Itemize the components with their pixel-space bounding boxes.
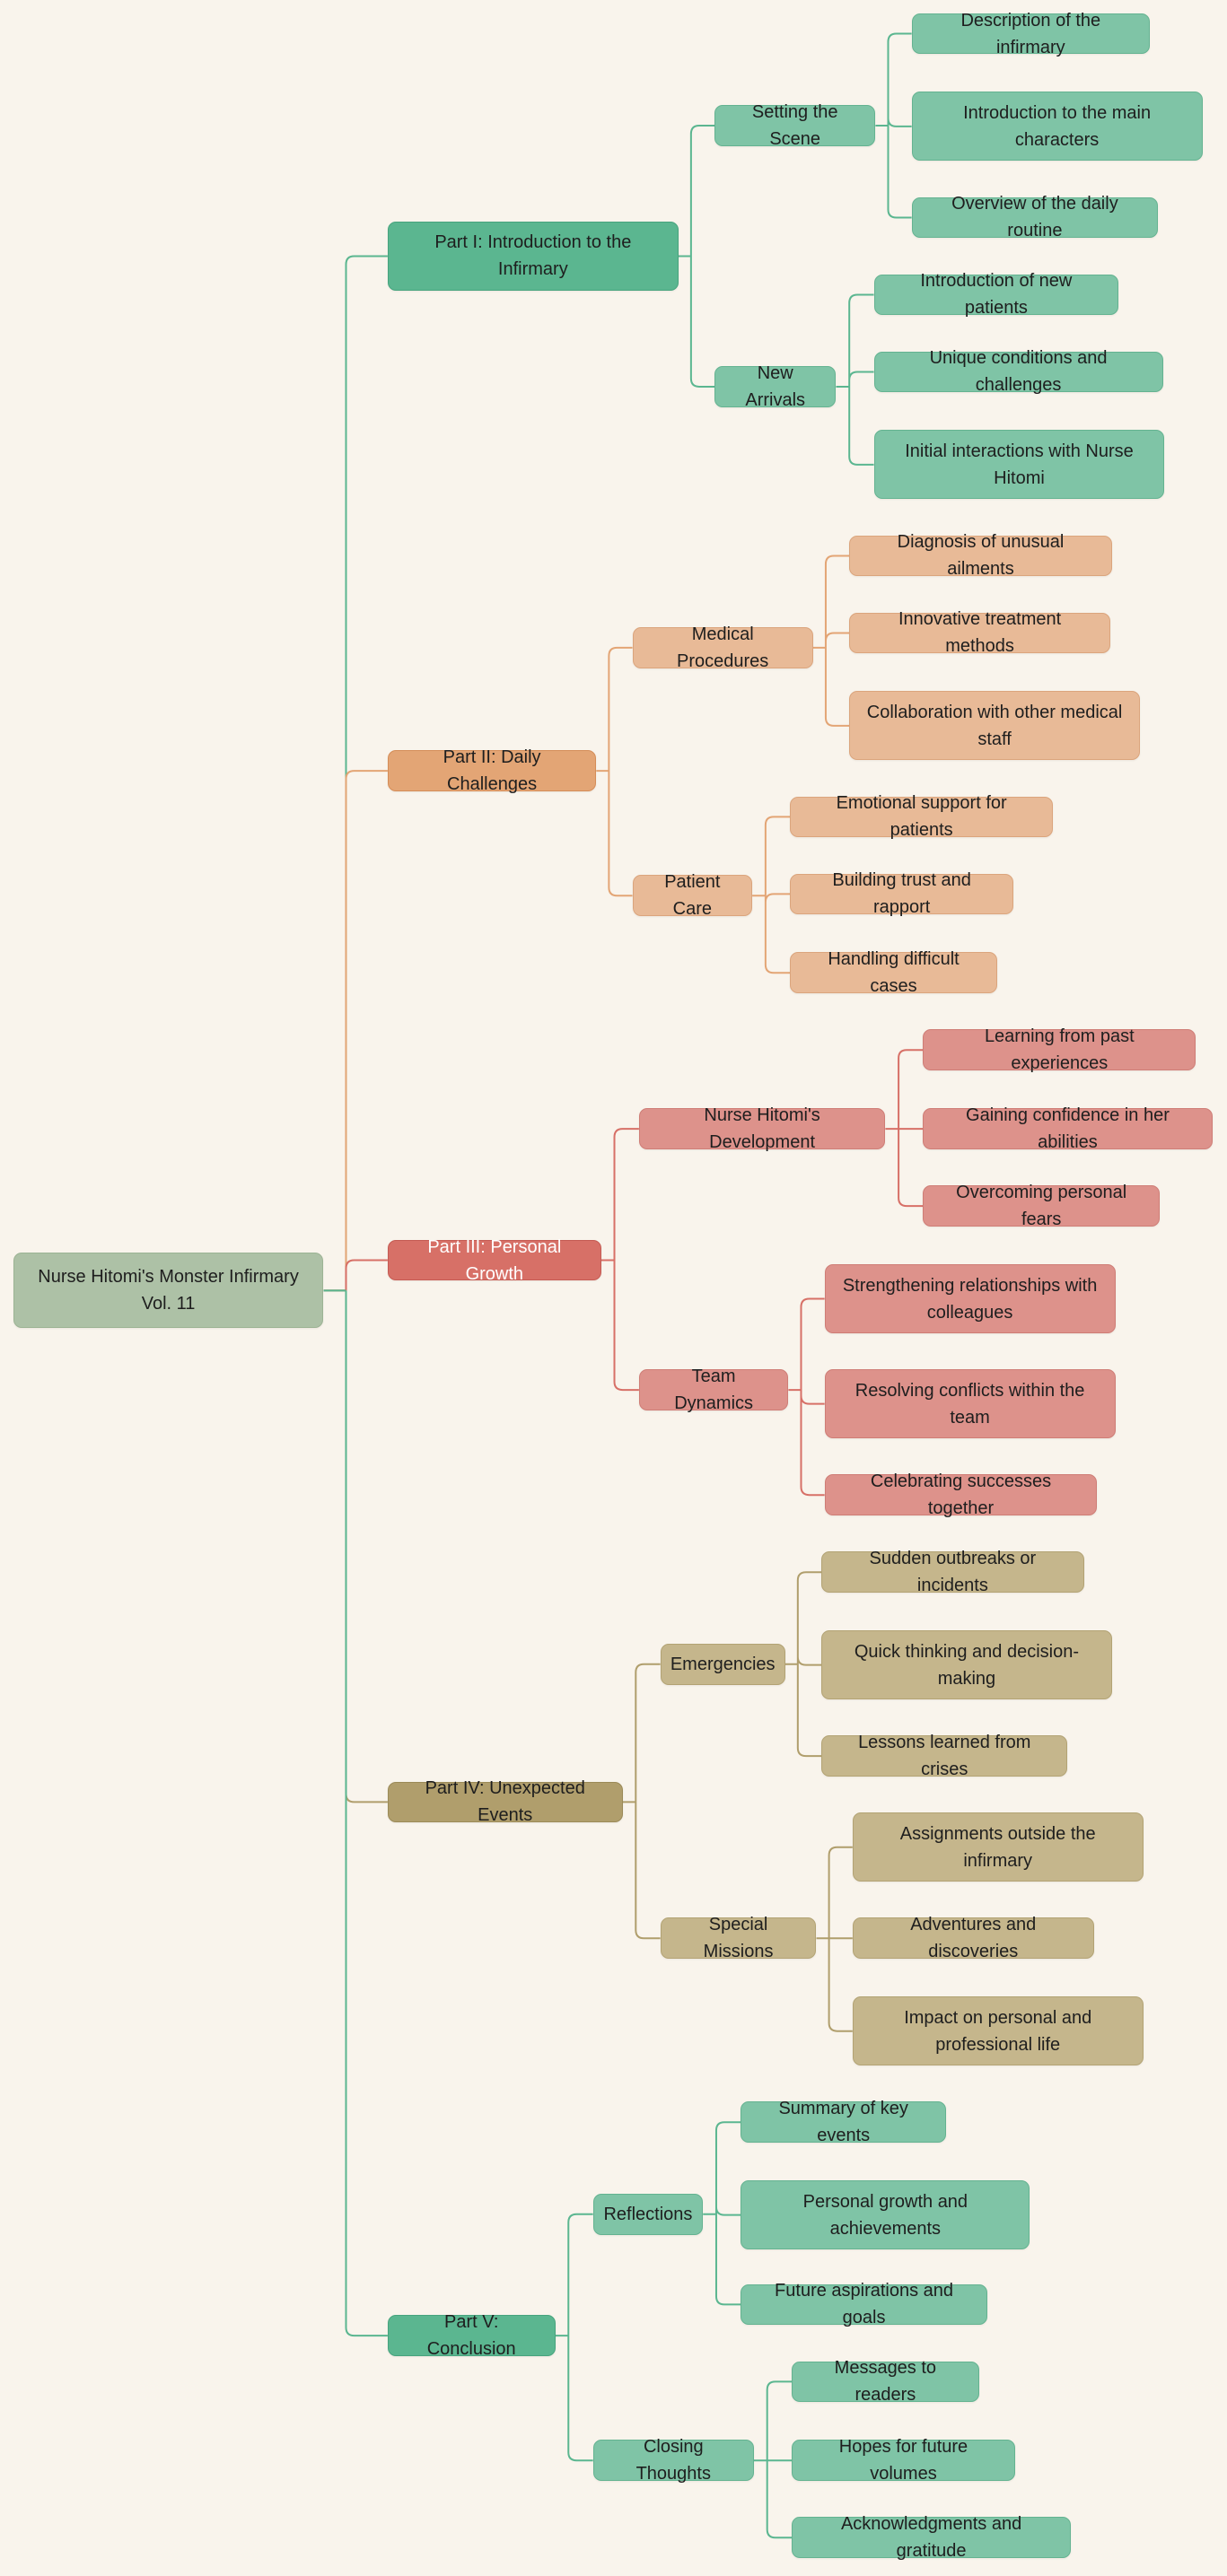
part-4-section-1-item-1[interactable]: Sudden outbreaks or incidents xyxy=(820,1549,1084,1595)
part-1-section-1-item-1[interactable]: Description of the infirmary xyxy=(911,11,1150,57)
part-4-section-1-item-2[interactable]: Quick thinking and decision-making xyxy=(820,1630,1112,1700)
part-3-section-1-item-3[interactable]: Overcoming personal fears xyxy=(923,1183,1160,1229)
part-1-section-1-item-2[interactable]: Introduction to the main characters xyxy=(911,92,1203,162)
part-5-section-2-item-2[interactable]: Hopes for future volumes xyxy=(792,2437,1015,2484)
part-3-section-1-item-2[interactable]: Gaining confidence in her abilities xyxy=(923,1105,1213,1152)
part-2-node[interactable]: Part II: Daily Challenges xyxy=(387,747,597,794)
part-2-section-2-item-1[interactable]: Emotional support for patients xyxy=(790,793,1054,840)
connector-part-4 xyxy=(622,1663,661,1940)
part-5-section-1-item-2[interactable]: Personal growth and achievements xyxy=(741,2180,1030,2250)
part-1-section-1-item-3[interactable]: Overview of the daily routine xyxy=(911,194,1159,240)
part-1-node[interactable]: Part I: Introduction to the Infirmary xyxy=(387,222,679,291)
connector-part-5-section-2 xyxy=(753,2380,793,2539)
root-node[interactable]: Nurse Hitomi's Monster Infirmary Vol. 11 xyxy=(13,1253,324,1329)
part-4-section-2-node[interactable]: Special Missions xyxy=(660,1915,817,1961)
connector-root-part-4 xyxy=(323,1289,388,1803)
part-3-section-2-node[interactable]: Team Dynamics xyxy=(638,1367,789,1413)
part-5-section-2-item-1[interactable]: Messages to readers xyxy=(792,2358,979,2405)
connector-part-3-section-1 xyxy=(885,1049,924,1208)
part-1-section-1-node[interactable]: Setting the Scene xyxy=(714,102,876,149)
part-5-section-2-node[interactable]: Closing Thoughts xyxy=(592,2437,754,2484)
connector-part-5-section-1 xyxy=(703,2121,741,2306)
part-3-node[interactable]: Part III: Personal Growth xyxy=(387,1237,601,1284)
connector-part-3-section-2 xyxy=(788,1297,825,1497)
part-3-section-1-node[interactable]: Nurse Hitomi's Development xyxy=(638,1105,886,1152)
part-2-section-1-item-2[interactable]: Innovative treatment methods xyxy=(849,609,1111,656)
part-1-section-2-item-3[interactable]: Initial interactions with Nurse Hitomi xyxy=(873,430,1165,500)
part-2-section-2-item-3[interactable]: Handling difficult cases xyxy=(790,949,997,996)
connector-part-1-section-2 xyxy=(836,293,874,466)
part-4-node[interactable]: Part IV: Unexpected Events xyxy=(387,1778,623,1825)
part-3-section-2-item-1[interactable]: Strengthening relationships with colleag… xyxy=(824,1264,1116,1333)
part-5-section-1-item-1[interactable]: Summary of key events xyxy=(741,2099,947,2145)
part-4-section-2-item-2[interactable]: Adventures and discoveries xyxy=(852,1915,1094,1961)
connector-root-part-3 xyxy=(323,1259,388,1292)
part-1-section-2-item-2[interactable]: Unique conditions and challenges xyxy=(873,348,1163,395)
part-4-section-1-item-3[interactable]: Lessons learned from crises xyxy=(820,1733,1068,1779)
connector-root-part-5 xyxy=(323,1289,388,2337)
connector-part-3 xyxy=(600,1128,639,1392)
connector-part-4-section-2 xyxy=(816,1846,853,2032)
connector-part-1 xyxy=(678,124,715,388)
connector-part-4-section-1 xyxy=(784,1571,821,1758)
part-2-section-1-node[interactable]: Medical Procedures xyxy=(632,624,813,671)
connector-part-1-section-1 xyxy=(875,32,912,219)
part-3-section-2-item-3[interactable]: Celebrating successes together xyxy=(824,1471,1098,1518)
part-4-section-1-node[interactable]: Emergencies xyxy=(660,1643,785,1685)
connector-part-5 xyxy=(555,2213,593,2462)
part-5-section-2-item-3[interactable]: Acknowledgments and gratitude xyxy=(792,2514,1072,2561)
part-2-section-2-item-2[interactable]: Building trust and rapport xyxy=(790,870,1014,917)
part-5-node[interactable]: Part V: Conclusion xyxy=(387,2312,556,2359)
part-3-section-2-item-2[interactable]: Resolving conflicts within the team xyxy=(824,1369,1116,1439)
part-5-section-1-node[interactable]: Reflections xyxy=(592,2193,704,2235)
part-2-section-1-item-3[interactable]: Collaboration with other medical staff xyxy=(849,691,1140,761)
connector-part-2-section-2 xyxy=(752,816,791,974)
connector-part-2-section-1 xyxy=(812,554,850,727)
connector-root-part-1 xyxy=(323,255,388,1292)
part-3-section-1-item-1[interactable]: Learning from past experiences xyxy=(923,1026,1196,1073)
part-2-section-2-node[interactable]: Patient Care xyxy=(632,872,753,919)
part-2-section-1-item-1[interactable]: Diagnosis of unusual ailments xyxy=(849,532,1112,579)
part-4-section-2-item-1[interactable]: Assignments outside the infirmary xyxy=(852,1812,1144,1882)
connector-root-part-2 xyxy=(323,770,388,1292)
part-4-section-2-item-3[interactable]: Impact on personal and professional life xyxy=(852,1996,1144,2066)
part-5-section-1-item-3[interactable]: Future aspirations and goals xyxy=(741,2281,987,2327)
part-1-section-2-item-1[interactable]: Introduction of new patients xyxy=(873,271,1119,318)
connector-part-2 xyxy=(596,646,633,897)
part-1-section-2-node[interactable]: New Arrivals xyxy=(714,363,837,410)
